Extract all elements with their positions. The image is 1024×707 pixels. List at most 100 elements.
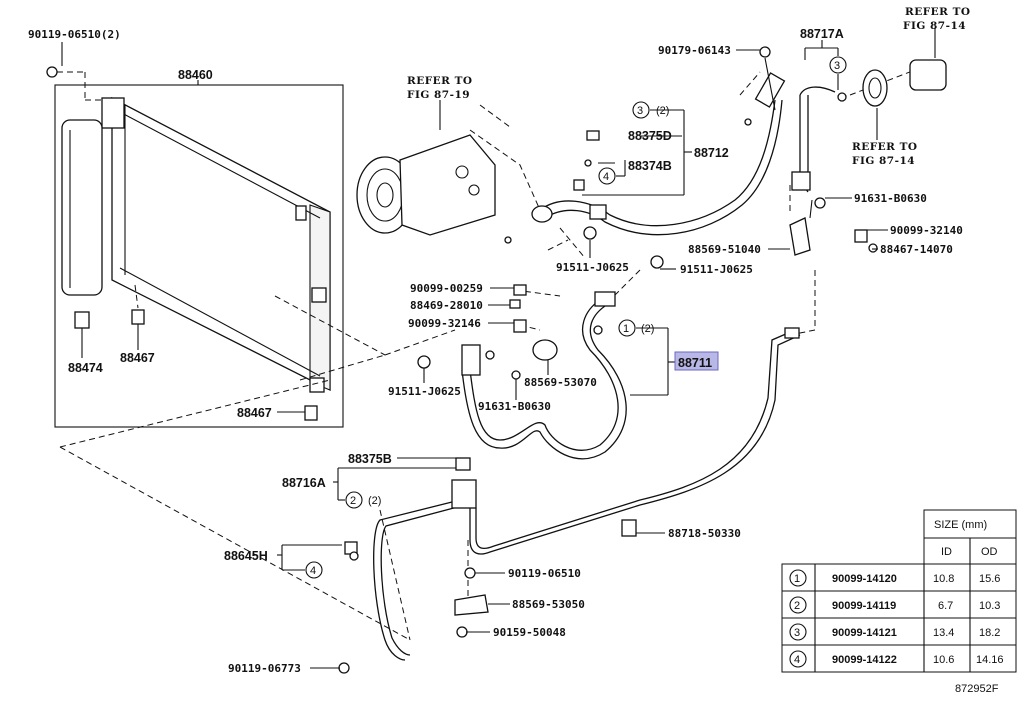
right-hardware xyxy=(759,46,947,256)
highlight-88711 xyxy=(674,351,719,371)
size-row-3: 3 90099-14121 13.4 18.2 xyxy=(789,623,1000,641)
callout-1-qty: (2) xyxy=(641,323,654,335)
callout-4-num-top: 4 xyxy=(603,171,609,183)
label-88374B[interactable]: 88374B xyxy=(628,159,672,173)
label-88718-50330[interactable]: 88718-50330 xyxy=(668,527,741,540)
bolt-icon xyxy=(417,355,431,369)
receiver-tank xyxy=(61,119,103,296)
callout-2-circle xyxy=(345,491,363,509)
condenser-group xyxy=(46,66,344,428)
size-row-1: 1 90099-14120 10.8 15.6 xyxy=(789,569,1000,587)
callout-4-circle-top xyxy=(598,167,616,185)
label-91511-J0625-c[interactable]: 91511-J0625 xyxy=(388,385,461,398)
leader-lines xyxy=(61,28,936,669)
size-row-3-od: 18.2 xyxy=(979,627,1000,639)
size-row-1-key: 1 xyxy=(794,573,800,585)
condenser-frame xyxy=(54,84,344,428)
label-90099-32140[interactable]: 90099-32140 xyxy=(890,224,963,237)
size-row-4-od: 14.16 xyxy=(976,654,1004,666)
label-88569-51040[interactable]: 88569-51040 xyxy=(688,243,761,256)
callout-3-num: 3 xyxy=(637,105,643,117)
label-91631-B0630-b[interactable]: 91631-B0630 xyxy=(478,400,551,413)
label-88716A[interactable]: 88716A xyxy=(282,476,326,490)
label-90099-32146[interactable]: 90099-32146 xyxy=(408,317,481,330)
callout-1-circle xyxy=(618,319,636,337)
compressor xyxy=(356,100,496,236)
size-table: SIZE (mm) ID OD 1 90099-14120 10.8 15.6 … xyxy=(781,509,1017,673)
bracket-icon xyxy=(454,594,489,616)
size-row-1-od: 15.6 xyxy=(979,573,1000,585)
label-88467-a[interactable]: 88467 xyxy=(120,351,155,365)
suction-hose-88712 xyxy=(504,57,786,244)
size-table-col-od: OD xyxy=(981,546,998,558)
oring-icon xyxy=(504,236,512,244)
bolt-icon xyxy=(814,197,826,209)
label-91631-B0630-a[interactable]: 91631-B0630 xyxy=(854,192,927,205)
size-row-1-id: 10.8 xyxy=(933,573,954,585)
label-90119-06773[interactable]: 90119-06773 xyxy=(228,662,301,675)
label-90119-06510[interactable]: 90119-06510 xyxy=(508,567,581,580)
label-90099-00259[interactable]: 90099-00259 xyxy=(410,282,483,295)
label-88467-b[interactable]: 88467 xyxy=(237,406,272,420)
callout-3-circle xyxy=(632,101,650,119)
size-row-4-key: 4 xyxy=(794,654,800,666)
label-88711[interactable]: 88711 xyxy=(678,356,712,370)
size-row-2-key: 2 xyxy=(794,600,800,612)
expansion-valve-icon xyxy=(862,69,888,107)
callout-4-circle xyxy=(305,561,323,579)
size-row-3-key: 3 xyxy=(794,627,800,639)
bolt-icon xyxy=(456,626,468,638)
refer-fig-87-19-line1: REFER TO xyxy=(407,75,473,87)
nut-icon xyxy=(759,46,771,58)
label-88460[interactable]: 88460 xyxy=(178,68,213,82)
label-90159-50048[interactable]: 90159-50048 xyxy=(493,626,566,639)
callouts: 3 (2) 4 3 1 (2) 2 (2) 4 xyxy=(305,56,847,579)
cushion-88467-icon xyxy=(131,309,145,325)
condenser-core xyxy=(111,96,331,392)
figure-code: 872952F xyxy=(955,683,999,695)
bolt-icon xyxy=(338,662,350,674)
label-88569-53070[interactable]: 88569-53070 xyxy=(524,376,597,389)
size-table-col-id: ID xyxy=(941,546,952,558)
label-91511-J0625-b[interactable]: 91511-J0625 xyxy=(680,263,753,276)
refer-fig-87-14-top-line1: REFER TO xyxy=(905,6,971,18)
label-88569-53050[interactable]: 88569-53050 xyxy=(512,598,585,611)
pressure-switch xyxy=(451,479,477,509)
callout-3-num-right: 3 xyxy=(834,60,840,72)
compressor-body xyxy=(399,134,496,236)
size-row-1-part: 90099-14120 xyxy=(832,573,897,585)
size-row-3-id: 13.4 xyxy=(933,627,954,639)
callout-2-num: 2 xyxy=(350,495,356,507)
bolt-icon xyxy=(464,567,476,579)
size-row-2-od: 10.3 xyxy=(979,600,1000,612)
size-row-4: 4 90099-14122 10.6 14.16 xyxy=(789,650,1004,668)
size-row-2-id: 6.7 xyxy=(938,600,953,612)
refer-fig-87-19-line2: FIG 87-19 xyxy=(407,89,470,101)
label-90119-06510-2[interactable]: 90119-06510(2) xyxy=(28,28,121,41)
cushion-88467b-icon xyxy=(304,405,318,421)
label-88375D[interactable]: 88375D xyxy=(628,129,672,143)
bolt-icon xyxy=(46,66,58,78)
part-labels: 90119-06510(2) 88460 88474 88467 88467 R… xyxy=(28,6,971,675)
size-row-4-part: 90099-14122 xyxy=(832,654,897,666)
bolt-icon xyxy=(583,226,597,240)
label-88717A[interactable]: 88717A xyxy=(800,27,844,41)
refer-fig-87-14-top-line2: FIG 87-14 xyxy=(903,20,966,32)
label-88645H[interactable]: 88645H xyxy=(224,549,268,563)
clip-icon xyxy=(621,519,637,537)
refer-fig-87-14-mid-line1: REFER TO xyxy=(852,141,918,153)
label-91511-J0625-a[interactable]: 91511-J0625 xyxy=(556,261,629,274)
callout-3-circle-right xyxy=(829,56,847,74)
plug-88474 xyxy=(74,311,90,329)
label-88469-28010[interactable]: 88469-28010 xyxy=(410,299,483,312)
size-table-title: SIZE (mm) xyxy=(934,519,987,531)
size-row-3-part: 90099-14121 xyxy=(832,627,897,639)
label-90179-06143[interactable]: 90179-06143 xyxy=(658,44,731,57)
label-88375B[interactable]: 88375B xyxy=(348,452,392,466)
label-88467-14070[interactable]: 88467-14070 xyxy=(880,243,953,256)
label-88474[interactable]: 88474 xyxy=(68,361,103,375)
bracket-icon xyxy=(789,217,811,256)
callout-4-num: 4 xyxy=(310,565,316,577)
label-88712[interactable]: 88712 xyxy=(694,146,729,160)
